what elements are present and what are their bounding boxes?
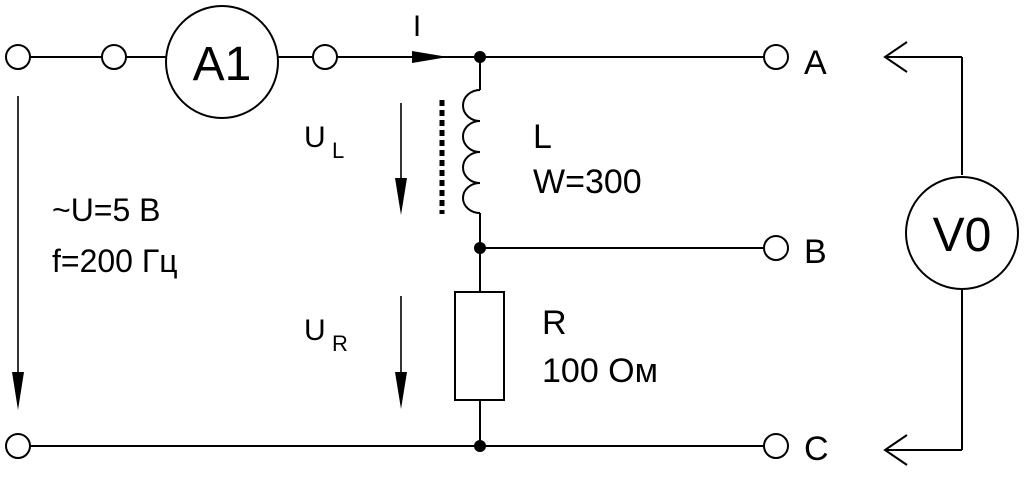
- source-frequency-label: f=200 Гц: [52, 243, 178, 279]
- terminal-c-label: C: [804, 430, 829, 468]
- voltmeter-label: V0: [933, 209, 992, 262]
- terminal-a-label: A: [804, 44, 827, 82]
- node-c: [474, 440, 486, 452]
- inductor-voltage-arrow: [395, 103, 407, 215]
- current-arrow: [412, 51, 448, 63]
- resistor-voltage-arrow: [395, 296, 407, 409]
- resistor-voltage-label: U: [304, 314, 326, 347]
- ammeter-label: A1: [193, 38, 252, 91]
- terminal-a: [763, 44, 789, 70]
- ammeter: A1: [165, 5, 279, 119]
- inductor-name: L: [533, 118, 552, 156]
- ammeter-circle: [165, 5, 279, 119]
- terminal-c: [763, 433, 789, 459]
- terminal-before-ammeter: [101, 44, 127, 70]
- input-terminal-top: [5, 44, 31, 70]
- inductor-voltage-label: U: [304, 121, 326, 154]
- resistor-value: 100 Ом: [542, 352, 658, 390]
- voltmeter-circle: [905, 176, 1019, 290]
- node-a: [474, 51, 486, 63]
- terminal-after-ammeter: [312, 44, 338, 70]
- source-voltage-arrow: [12, 96, 24, 410]
- inductor-turns: W=300: [533, 163, 642, 201]
- voltmeter: V0: [905, 176, 1019, 290]
- resistor-voltage-subscript: R: [332, 331, 348, 356]
- current-label: I: [413, 10, 421, 43]
- inductor-coil: [462, 89, 481, 214]
- voltmeter-leads: [883, 41, 963, 466]
- inductor-voltage-subscript: L: [332, 138, 344, 163]
- terminal-b-label: B: [804, 233, 827, 271]
- input-terminal-bottom: [5, 433, 31, 459]
- resistor-body: [454, 291, 505, 401]
- resistor-name: R: [542, 304, 567, 342]
- source-voltage-label: ~U=5 В: [52, 192, 161, 228]
- terminal-b: [763, 235, 789, 261]
